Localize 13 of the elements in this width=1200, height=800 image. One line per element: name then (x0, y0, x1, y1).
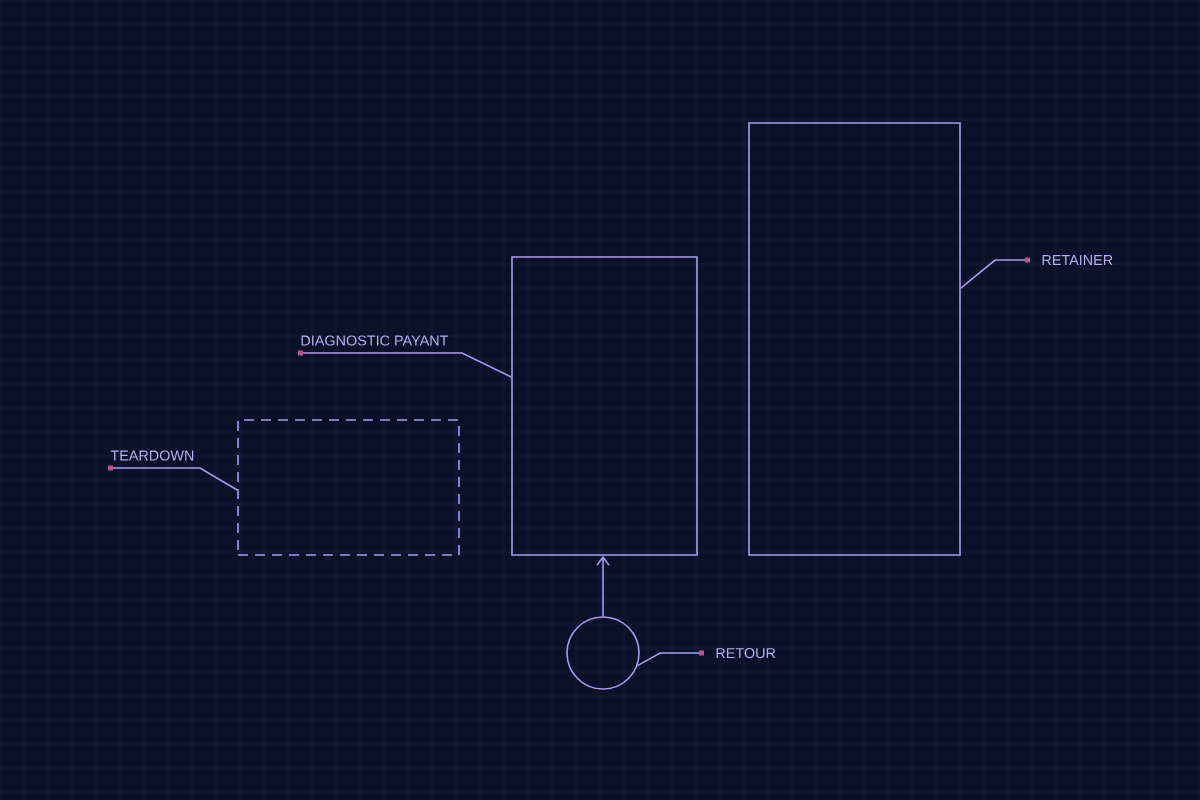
callout-label: TEARDOWN (110, 450, 194, 461)
outline-box (511, 256, 698, 556)
leader-line (108, 465, 238, 491)
leader-line (960, 257, 1030, 289)
leader-line (298, 350, 512, 378)
callout-label: DIAGNOSTIC PAYANT (301, 335, 449, 346)
outline-box (237, 419, 460, 556)
circle-symbol (566, 616, 640, 690)
callout-label: RETOUR (716, 648, 776, 659)
arrow (596, 555, 610, 617)
leader-line (636, 650, 704, 667)
callout-label: RETAINER (1042, 255, 1113, 265)
outline-box (748, 122, 961, 556)
